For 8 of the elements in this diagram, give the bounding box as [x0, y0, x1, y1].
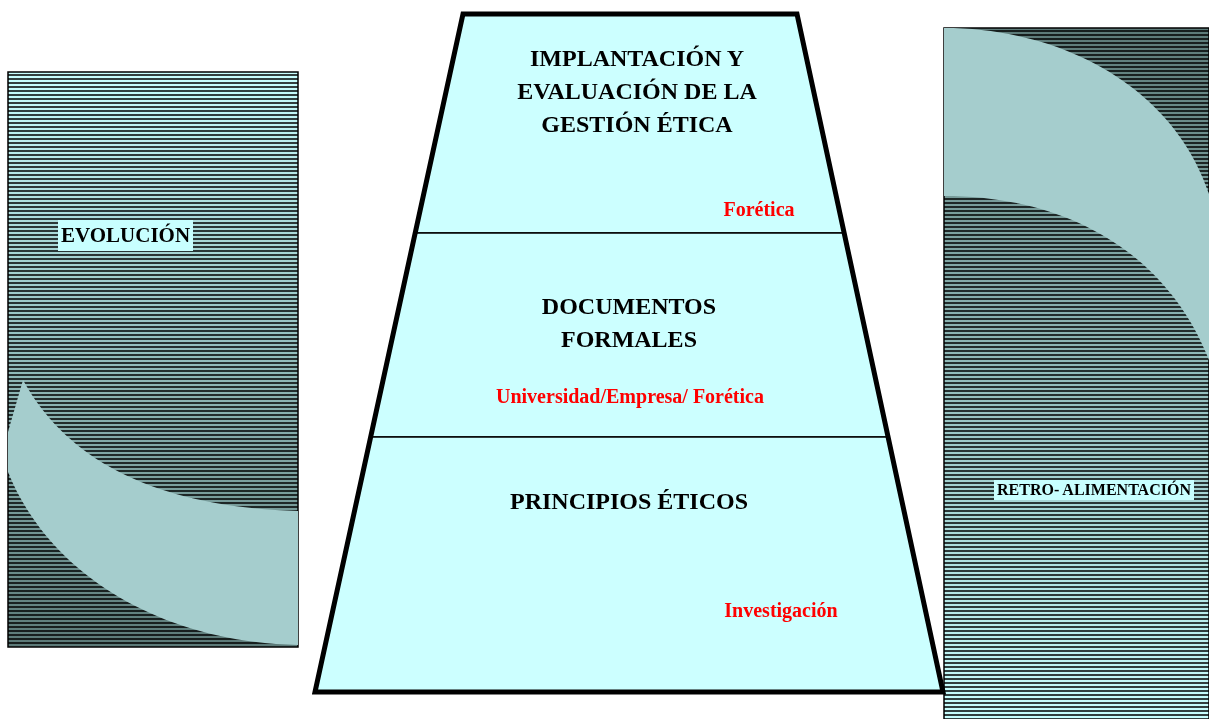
- panel-label: EVOLUCIÓN: [58, 220, 194, 251]
- source-note: Universidad/Empresa/ Forética: [495, 384, 765, 410]
- tier-title: PRINCIPIOS ÉTICOS: [508, 487, 750, 516]
- panel-label: RETRO- ALIMENTACIÓN: [994, 480, 1194, 500]
- source-note: Forética: [722, 197, 796, 222]
- source-note: Investigación: [723, 598, 839, 624]
- tier-title: IMPLANTACIÓN Y EVALUACIÓN DE LA GESTIÓN ÉTICA: [517, 44, 757, 140]
- tier-title: DOCUMENTOS FORMALES: [540, 292, 718, 355]
